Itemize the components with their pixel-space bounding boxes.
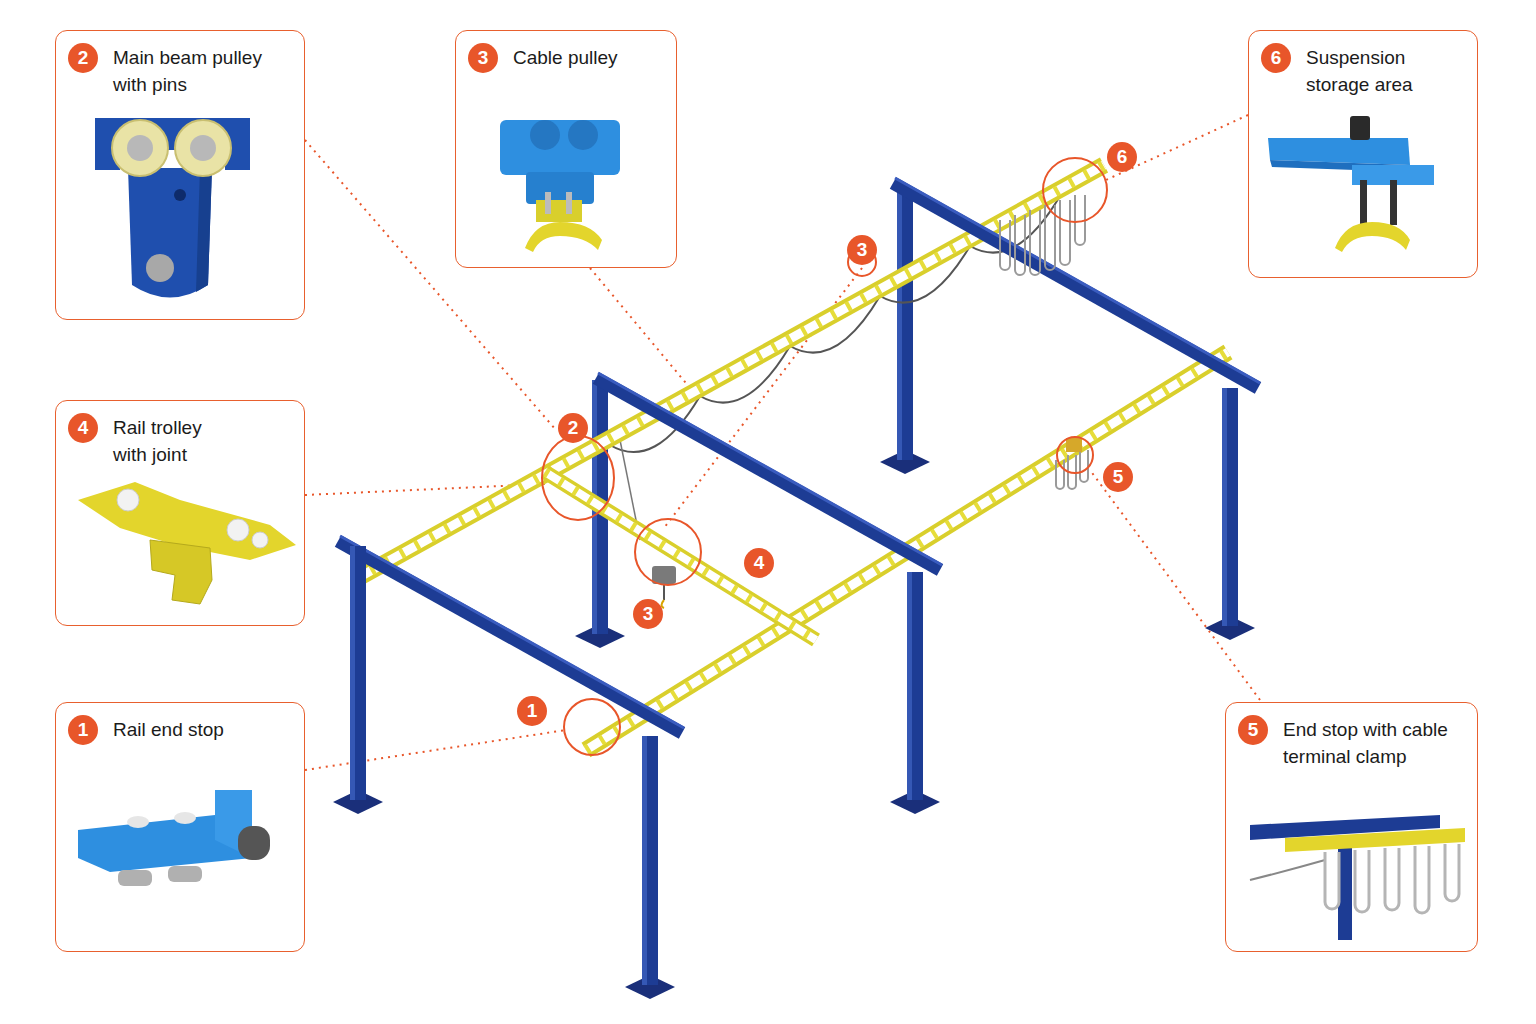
callout-number: 3 bbox=[633, 599, 663, 629]
callout-number: 3 bbox=[468, 43, 498, 73]
callout-number: 4 bbox=[744, 548, 774, 578]
highlight-ring bbox=[542, 436, 614, 520]
leader-line bbox=[305, 730, 566, 770]
beam bbox=[338, 541, 682, 733]
callout-number: 3 bbox=[847, 235, 877, 265]
part-title: Rail trolley with joint bbox=[113, 414, 238, 468]
callout-number: 1 bbox=[68, 715, 98, 745]
callout-box: 6 Suspension storage area bbox=[1248, 30, 1478, 278]
callout-number: 6 bbox=[1261, 43, 1291, 73]
leader-line bbox=[590, 268, 690, 388]
hoist-body bbox=[652, 566, 676, 584]
column-face bbox=[897, 188, 902, 460]
callout-number: 4 bbox=[68, 413, 98, 443]
beam bbox=[893, 183, 1258, 388]
column bbox=[350, 546, 366, 800]
callout-number: 6 bbox=[1107, 142, 1137, 172]
callout-number: 5 bbox=[1238, 715, 1268, 745]
part-title: Suspension storage area bbox=[1306, 44, 1446, 98]
part-title: End stop with cable terminal clamp bbox=[1283, 716, 1473, 770]
highlight-ring bbox=[564, 699, 620, 755]
rail-gap bbox=[545, 472, 816, 640]
callout-box: 4 Rail trolley with joint bbox=[55, 400, 305, 626]
leader-line bbox=[1106, 115, 1248, 180]
column-face bbox=[350, 546, 355, 800]
callout-box: 5 End stop with cable terminal clamp bbox=[1225, 702, 1478, 952]
end-stop-part bbox=[1066, 438, 1082, 452]
beam-flange bbox=[340, 536, 684, 728]
beam-flange bbox=[895, 178, 1260, 383]
bridge-rail bbox=[545, 472, 816, 640]
column bbox=[897, 188, 913, 460]
highlight-ring bbox=[635, 519, 701, 585]
rail-frame bbox=[545, 472, 816, 640]
callout-number: 2 bbox=[68, 43, 98, 73]
column bbox=[642, 736, 658, 985]
column-face bbox=[1222, 388, 1227, 626]
part-title: Cable pulley bbox=[513, 44, 673, 71]
column bbox=[907, 572, 923, 800]
cable-loop bbox=[1056, 450, 1088, 489]
highlight-ring bbox=[1057, 437, 1093, 473]
column bbox=[1222, 388, 1238, 626]
callout-number: 2 bbox=[558, 413, 588, 443]
part-title: Main beam pulley with pins bbox=[113, 44, 288, 98]
column-face bbox=[907, 572, 912, 800]
callout-box: 1 Rail end stop bbox=[55, 702, 305, 952]
leader-lines bbox=[305, 115, 1260, 770]
columns-front bbox=[333, 546, 940, 999]
cable-loops bbox=[1000, 195, 1088, 489]
cable-loop bbox=[1000, 195, 1085, 275]
callout-box: 2 Main beam pulley with pins bbox=[55, 30, 305, 320]
column-face bbox=[642, 736, 647, 985]
part-title: Rail end stop bbox=[113, 716, 283, 743]
beam bbox=[596, 378, 940, 570]
beam-flange bbox=[598, 373, 942, 565]
callout-number: 5 bbox=[1103, 462, 1133, 492]
hoist-chain bbox=[663, 584, 665, 600]
callout-number: 1 bbox=[517, 696, 547, 726]
highlight-ring bbox=[1043, 158, 1107, 222]
callout-box: 3 Cable pulley bbox=[455, 30, 677, 268]
rail-rungs bbox=[545, 472, 816, 640]
hoist-hook bbox=[662, 600, 665, 608]
